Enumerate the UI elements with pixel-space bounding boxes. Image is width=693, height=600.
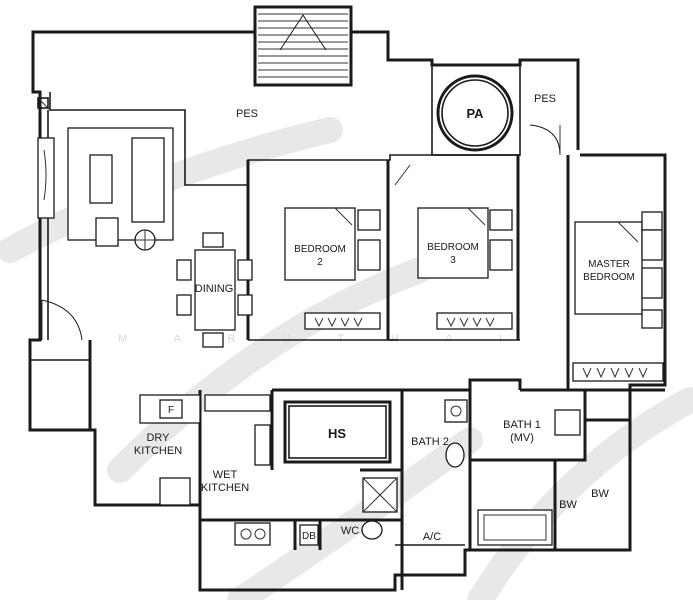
label-bw-1: BW: [559, 499, 577, 511]
label-hs: HS: [328, 426, 346, 441]
pa-area: PA: [431, 64, 521, 156]
label-pes-right: PES: [534, 93, 556, 105]
label-bedroom-2-line2: 2: [317, 257, 323, 268]
label-wc: WC: [341, 525, 359, 537]
label-dining: DINING: [195, 283, 234, 295]
label-pa: PA: [466, 106, 484, 121]
walls: [28, 5, 667, 592]
doors: [37, 97, 561, 341]
label-db: DB: [302, 531, 316, 542]
label-bath-1-line2: (MV): [510, 432, 534, 444]
label-bath-1-line1: BATH 1: [503, 419, 541, 431]
label-master-line2: BEDROOM: [583, 272, 635, 283]
label-bw-2: BW: [591, 488, 609, 500]
label-bedroom-3-line1: BEDROOM: [427, 242, 479, 253]
household-shelter: HS: [283, 400, 398, 513]
label-dry-kitchen-line2: KITCHEN: [134, 445, 182, 457]
bathrooms: BATH 2 BATH 1 (MV) BW BW WC A/C: [341, 399, 609, 546]
living-furniture: [37, 127, 174, 251]
dining-furniture: DINING: [176, 232, 253, 348]
bedroom-2: BEDROOM 2: [284, 207, 381, 330]
label-bedroom-3-line2: 3: [450, 255, 456, 266]
label-master-line1: MASTER: [588, 259, 630, 270]
label-bedroom-2-line1: BEDROOM: [294, 244, 346, 255]
label-pes-top: PES: [236, 108, 258, 120]
label-bath-2: BATH 2: [411, 436, 449, 448]
kitchen-area: F DB DRY KITCHEN WET KITCHEN: [134, 394, 319, 546]
label-ac: A/C: [423, 531, 441, 543]
label-wet-kitchen-line2: KITCHEN: [201, 482, 249, 494]
label-dry-kitchen-line1: DRY: [146, 432, 170, 444]
master-bedroom: MASTER BEDROOM: [572, 211, 664, 382]
label-fridge: F: [168, 405, 174, 416]
watermark-text: M A R U T H A I: [118, 333, 524, 345]
bedroom-3: BEDROOM 3: [417, 207, 513, 330]
label-wet-kitchen-line1: WET: [213, 469, 238, 481]
